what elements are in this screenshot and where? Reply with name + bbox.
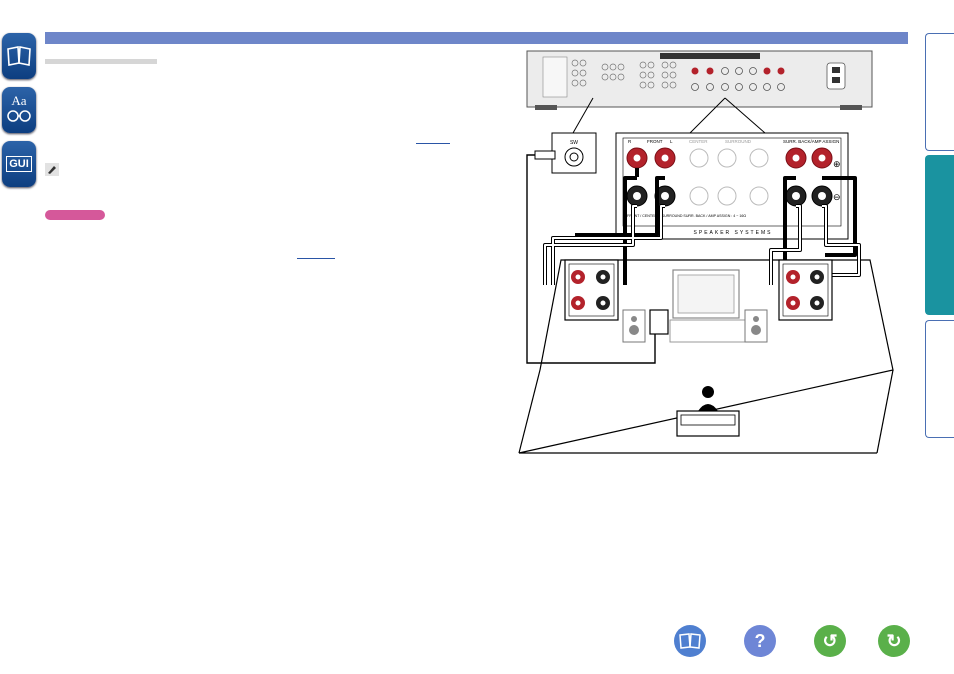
- redo-icon: ↻: [886, 630, 902, 651]
- surround-label: SURROUND: [725, 139, 752, 144]
- header-bar: [45, 32, 908, 44]
- book-icon: [679, 633, 701, 649]
- room-outline: [518, 259, 894, 454]
- right-front-speaker-terminals: [778, 259, 833, 321]
- help-button[interactable]: ?: [744, 625, 776, 657]
- contents-button[interactable]: [674, 625, 706, 657]
- plus-symbol: ⊕: [833, 159, 841, 169]
- back-button[interactable]: ↺: [814, 625, 846, 657]
- television: [669, 269, 746, 343]
- speaker-connection-diagram: SW R FRONT L CENTER SURROUND SURR. BACK/…: [518, 50, 894, 454]
- glasses-icon: [7, 109, 31, 122]
- subwoofer-jack-box: SW: [526, 132, 656, 364]
- undo-icon: ↺: [822, 630, 838, 651]
- front-l: L: [670, 139, 673, 144]
- index-glyph: Aa: [11, 92, 27, 108]
- speaker-systems-label: SPEAKER SYSTEMS: [694, 230, 773, 236]
- left-front-speaker-terminals: [564, 259, 619, 321]
- subwoofer: [649, 309, 669, 335]
- tab-connections[interactable]: [925, 155, 954, 315]
- section-badge: [45, 210, 105, 220]
- receiver-rear-panel: [526, 50, 873, 110]
- page-reference-link[interactable]: [416, 143, 450, 144]
- index-icon[interactable]: Aa: [2, 87, 36, 133]
- gui-icon[interactable]: GUI: [2, 141, 36, 187]
- surround-back-label: SURR. BACK/AMP ASSIGN: [783, 139, 839, 144]
- front-r: R: [628, 139, 632, 144]
- question-icon: ?: [754, 630, 766, 651]
- center-label: CENTER: [689, 139, 708, 144]
- minus-symbol: ⊖: [833, 192, 841, 202]
- right-speaker: [744, 309, 768, 343]
- lower-row-label: FRONT / CENTER R SURROUND SURR. BACK / A…: [627, 214, 746, 218]
- front-label: FRONT: [647, 139, 663, 144]
- note-icon: [45, 163, 59, 176]
- left-speaker: [622, 309, 646, 343]
- subwoofer-cable: [526, 154, 656, 364]
- sw-label: SW: [570, 140, 578, 146]
- page-reference-link-2[interactable]: [297, 258, 335, 259]
- speaker-terminal-panel: R FRONT L CENTER SURROUND SURR. BACK/AMP…: [615, 132, 849, 240]
- book-icon: [7, 46, 31, 66]
- gui-glyph: GUI: [6, 156, 32, 172]
- tab-basic[interactable]: [925, 33, 954, 151]
- forward-button[interactable]: ↻: [878, 625, 910, 657]
- section-heading-bar: [45, 59, 157, 64]
- contents-icon[interactable]: [2, 33, 36, 79]
- tab-appendix[interactable]: [925, 320, 954, 438]
- listener-seat: [676, 386, 740, 437]
